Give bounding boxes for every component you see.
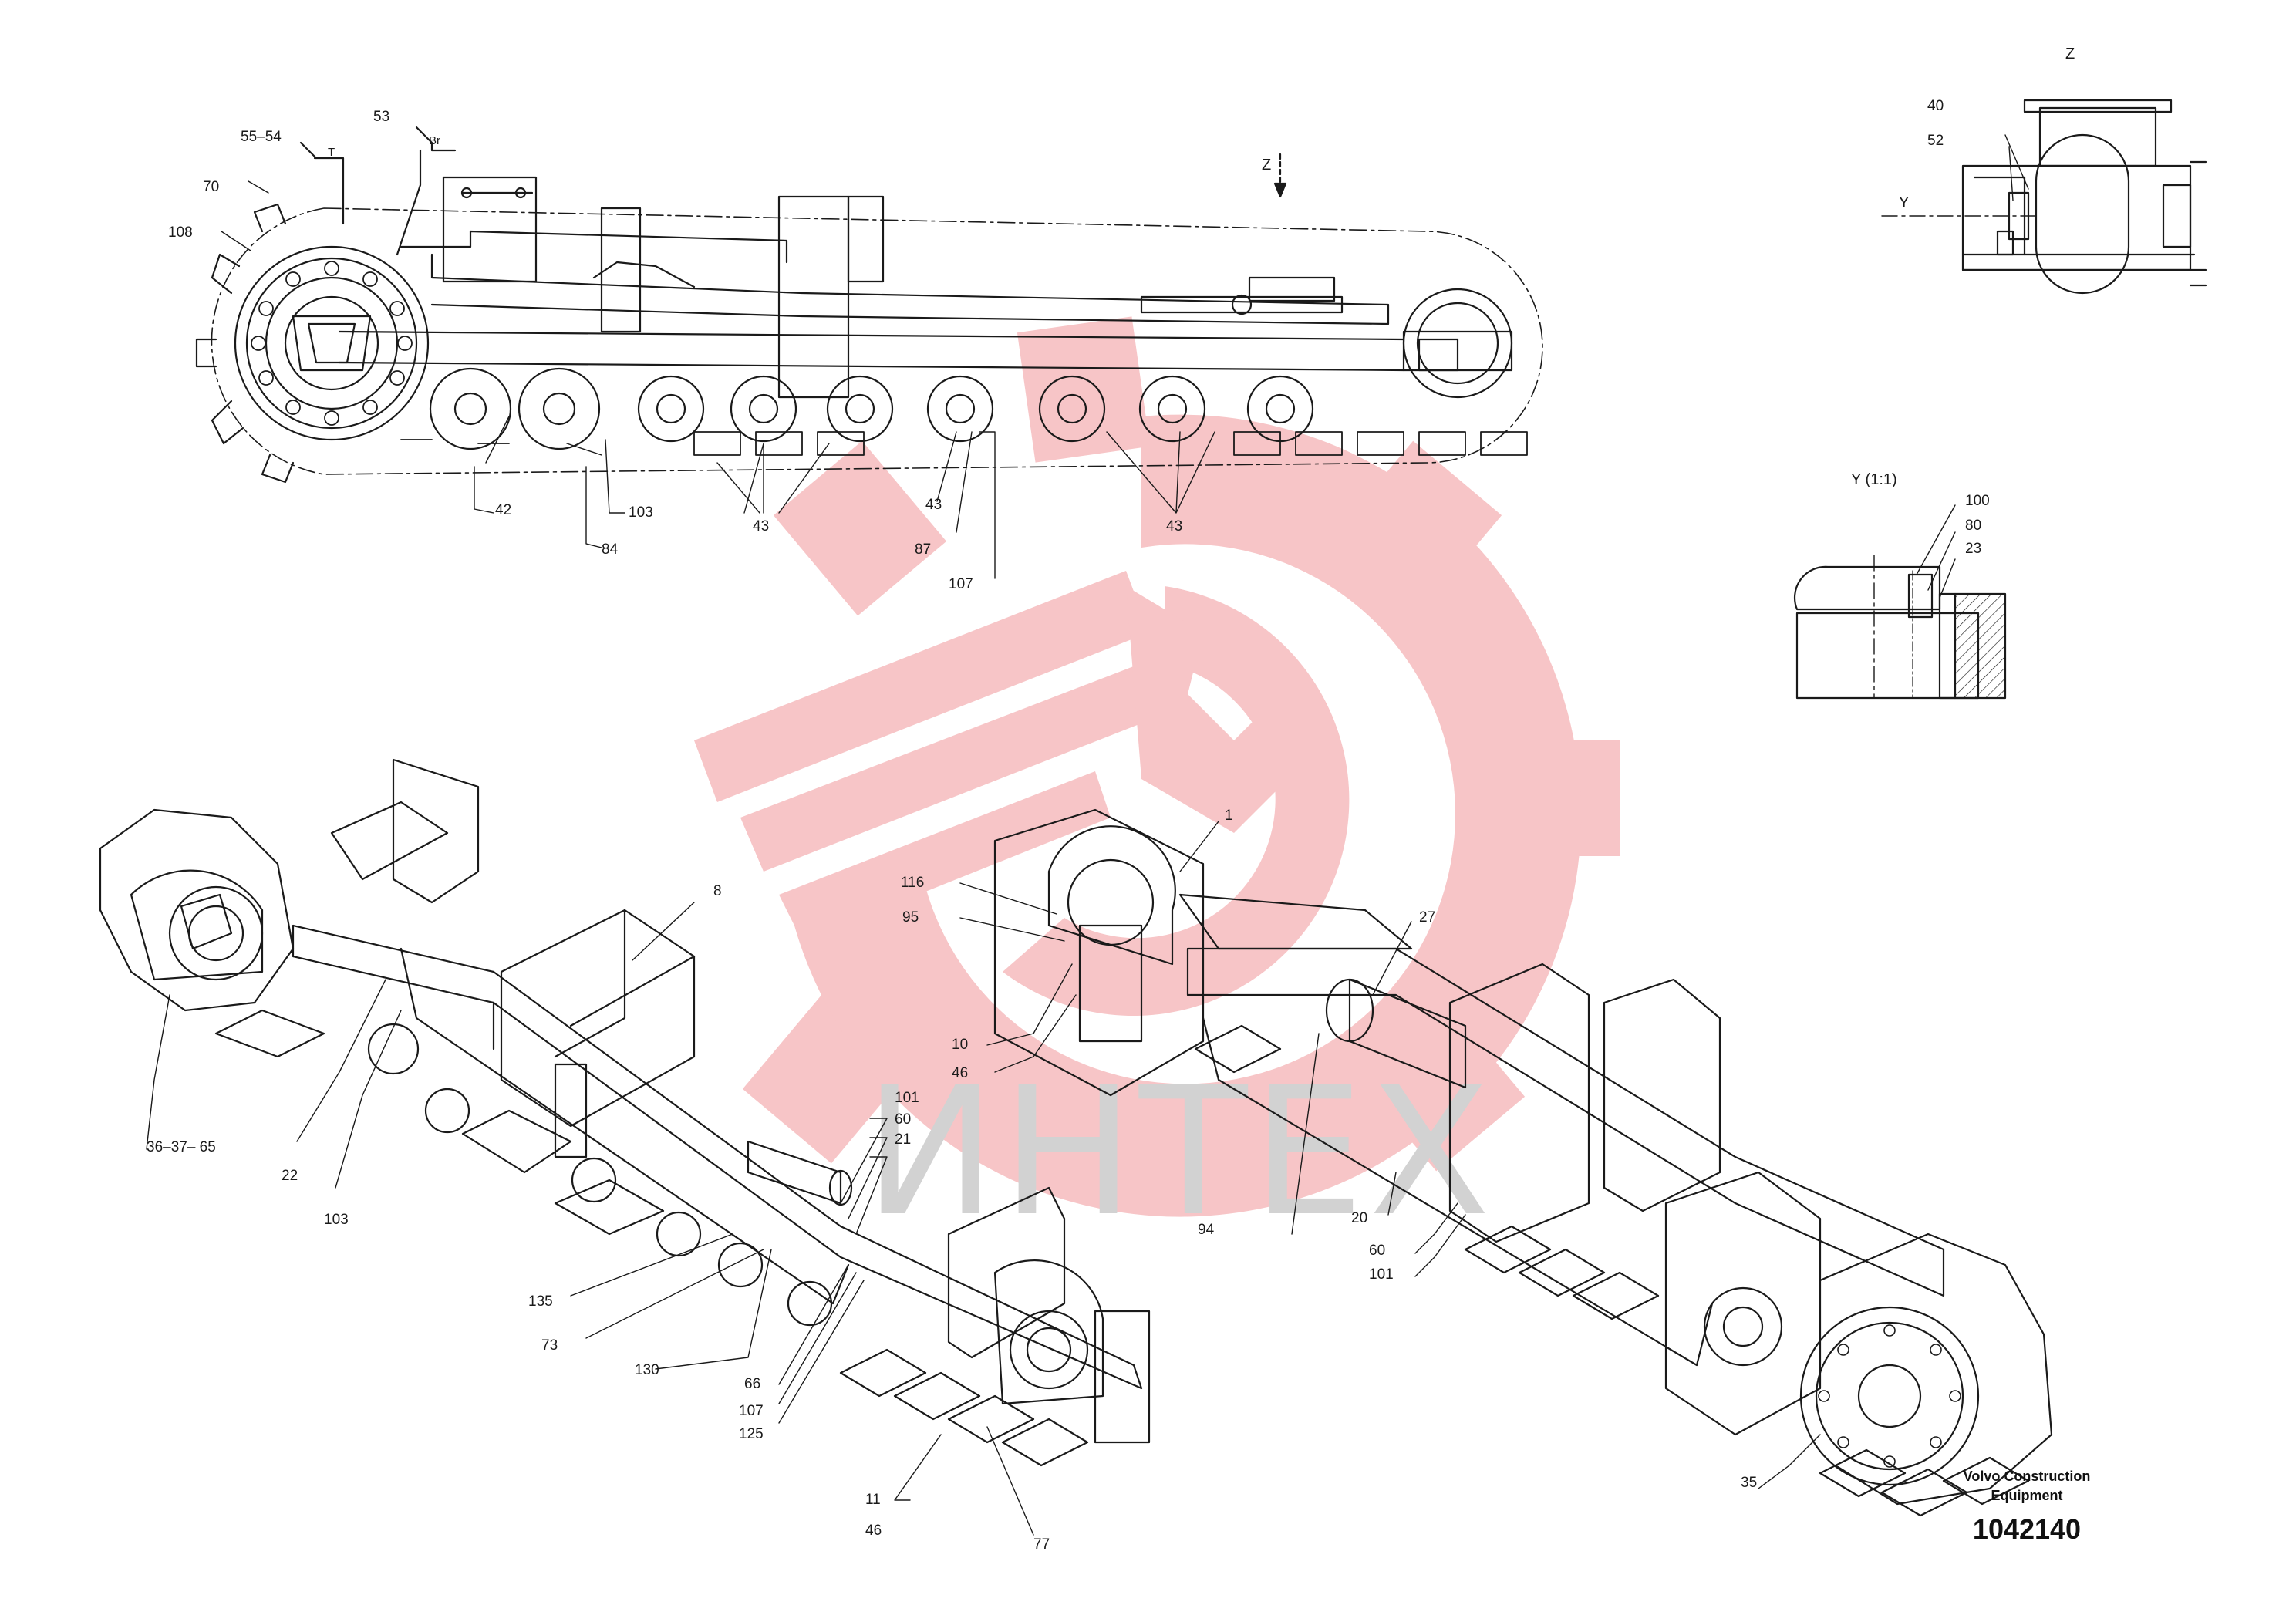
callout-60-right: 60 [1369,1243,1386,1259]
top-callout-leaders [221,180,1215,579]
callout-77: 77 [1033,1536,1050,1553]
callout-73: 73 [541,1337,558,1354]
sprocket-bolts [251,261,413,426]
callout-43-c: 43 [1166,518,1183,534]
view-y [1793,504,2007,700]
callout-107-left: 107 [739,1403,764,1419]
callout-55-54: 55–54 [241,129,282,145]
track-shoes [400,431,1528,456]
side-view-track-frame [195,126,1543,579]
callout-95: 95 [902,909,919,926]
view-y-marker: Y [1899,194,1910,211]
title-block: Volvo Construction Equipment 1042140 [1911,1467,2143,1546]
view-z-arrow-label: Z [1262,157,1272,174]
callout-22: 22 [282,1168,298,1184]
callout-116: 116 [901,875,925,891]
drawing-number: 1042140 [1972,1513,2082,1545]
callout-10: 10 [952,1037,969,1053]
callout-46-left: 46 [865,1523,882,1539]
callout-103-top: 103 [629,504,653,521]
callout-108: 108 [168,224,193,241]
callout-84: 84 [602,541,619,558]
left-callout-leaders [146,902,1034,1536]
callout-70: 70 [203,179,220,195]
callout-t: T [328,146,335,159]
drive-motor [1799,1233,2053,1506]
iso-rollers-left [367,1023,833,1327]
callout-43-a: 43 [753,518,770,534]
callout-46-right: 46 [952,1065,969,1081]
callout-36-37-65: 36–37– 65 [147,1139,216,1155]
callout-135: 135 [528,1293,553,1310]
callout-23: 23 [1965,541,1982,557]
callout-40: 40 [1927,98,1944,114]
right-callout-leaders [959,821,1821,1489]
motor-bolts [1818,1324,1961,1468]
callout-103-left: 103 [324,1212,349,1228]
callout-43-b: 43 [925,497,942,513]
callout-53: 53 [373,109,390,125]
callout-94: 94 [1198,1222,1215,1238]
callout-52: 52 [1927,133,1944,149]
callout-21: 21 [895,1131,912,1148]
callout-20: 20 [1351,1210,1368,1226]
iso-frame-left [99,758,1151,1536]
track-rollers [429,367,1314,450]
callout-60-left: 60 [895,1111,912,1128]
callout-125: 125 [739,1426,764,1442]
callout-80: 80 [1965,518,1982,534]
callout-107-top: 107 [949,576,973,592]
iso-frame-right [959,808,2053,1517]
callout-8: 8 [713,883,722,899]
view-z [1881,99,2207,295]
callout-11: 11 [865,1492,881,1508]
view-y-title: Y (1:1) [1851,471,1897,488]
callout-87: 87 [915,541,932,558]
callout-101-left: 101 [895,1090,919,1106]
drive-sprocket [234,245,430,441]
callout-br: Br [429,134,440,147]
callout-1: 1 [1225,808,1233,824]
callout-100: 100 [1965,493,1990,509]
callout-101-right: 101 [1369,1266,1394,1283]
callout-27: 27 [1419,909,1436,926]
front-idler [1402,288,1513,399]
watermark-text: ИНТЕХ [864,1050,1495,1256]
callout-66: 66 [744,1376,761,1392]
maker-name-line2: Equipment [1991,1488,2063,1503]
callout-42: 42 [495,502,512,518]
view-z-title: Z [2065,46,2075,62]
callout-35: 35 [1741,1475,1758,1491]
maker-name-line1: Volvo Construction [1963,1469,2091,1484]
callout-130: 130 [635,1362,659,1378]
